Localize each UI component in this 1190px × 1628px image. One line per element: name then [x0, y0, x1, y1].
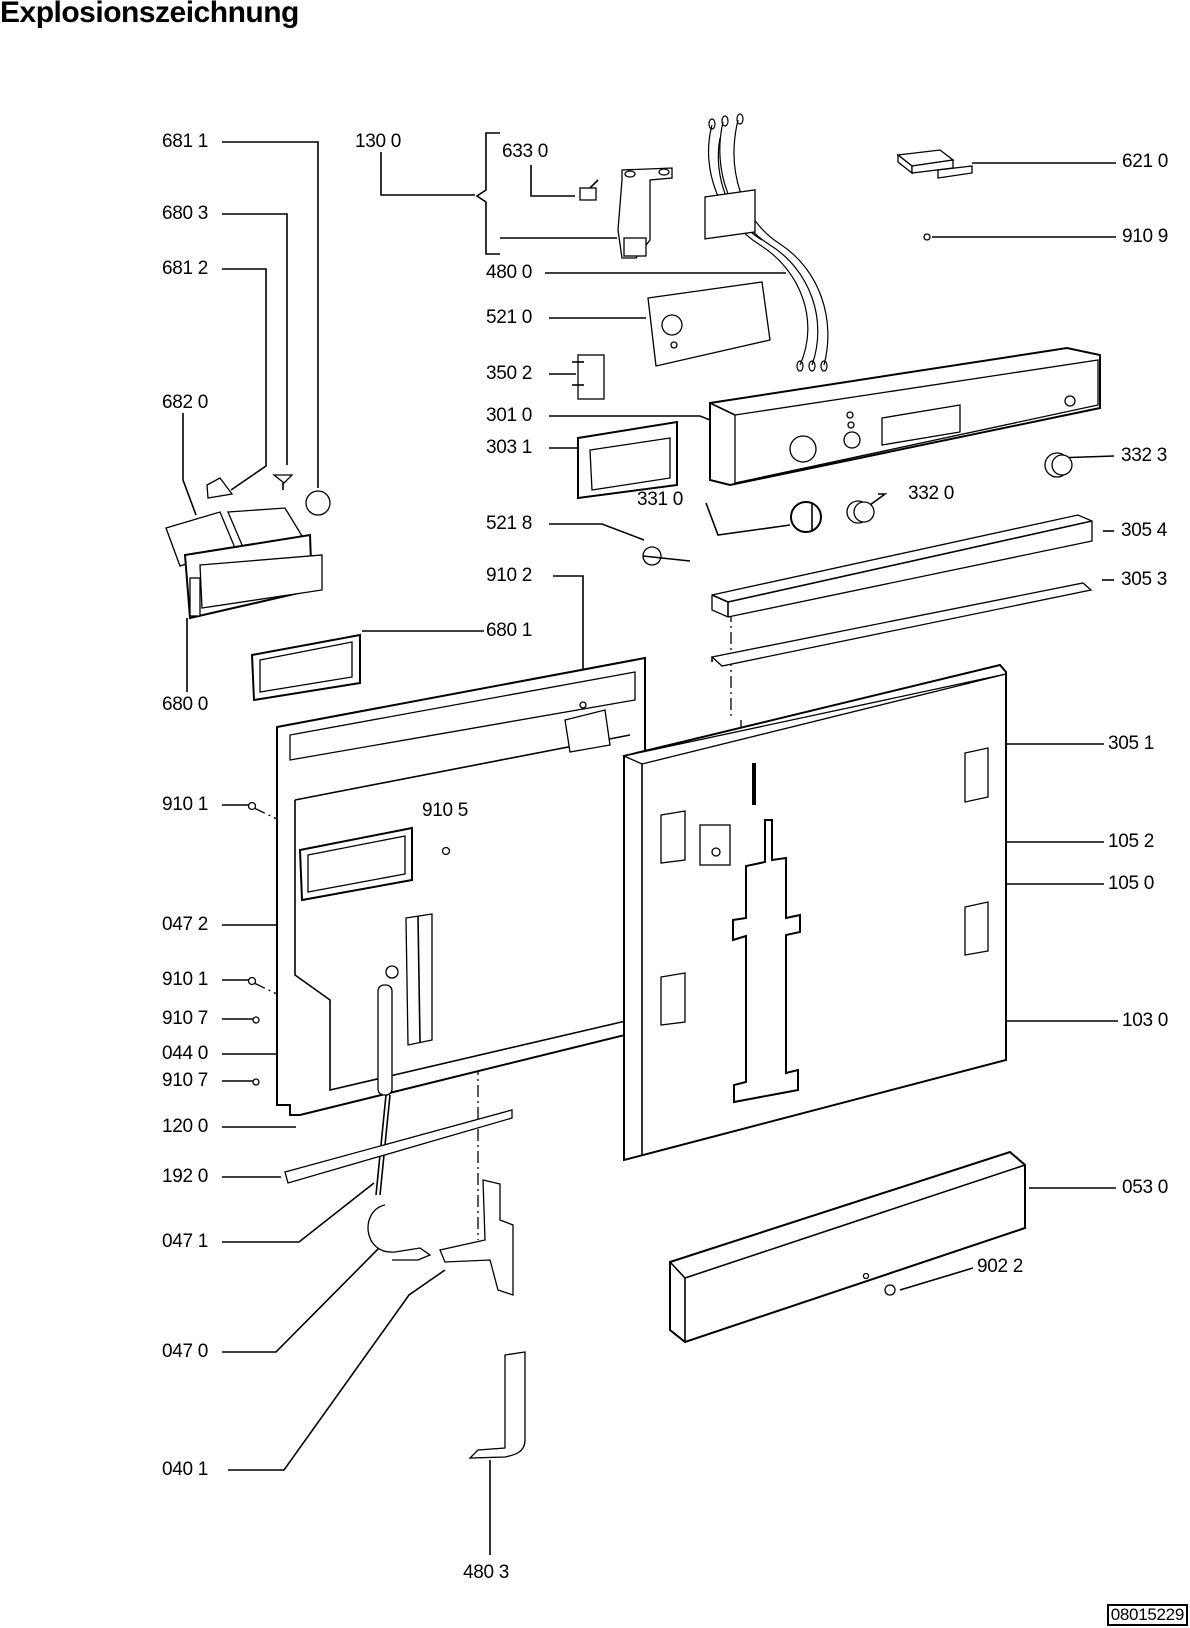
label-303-1: 303 1 [486, 437, 533, 458]
part-621-0-module [896, 149, 973, 179]
part-910-7-screw-b [252, 1078, 260, 1086]
label-053-0: 053 0 [1122, 1177, 1169, 1198]
label-305-1: 305 1 [1108, 733, 1155, 754]
part-910-1-screw-a [247, 801, 257, 811]
label-521-8: 521 8 [486, 513, 533, 534]
part-332-0-button [846, 500, 875, 524]
page-title: Explosionszeichnung [0, 0, 299, 29]
label-047-0: 047 0 [162, 1341, 209, 1362]
label-192-0: 192 0 [162, 1166, 209, 1187]
label-305-3: 305 3 [1121, 569, 1168, 590]
part-680-0-dispenser [165, 507, 323, 620]
label-130-0: 130 0 [355, 131, 402, 152]
label-040-1: 040 1 [162, 1459, 209, 1480]
label-681-1: 681 1 [162, 131, 209, 152]
part-105-2-clip [699, 824, 731, 866]
part-305-4-rail [711, 514, 1093, 618]
leader-633-0 [530, 165, 575, 197]
part-910-9-screw [923, 233, 931, 241]
bracket-130-0 [475, 132, 500, 255]
part-910-5-screw [441, 846, 451, 856]
label-682-0: 682 0 [162, 392, 209, 413]
part-303-1-bezel [577, 420, 678, 500]
label-910-2: 910 2 [486, 565, 533, 586]
label-910-1-a: 910 1 [162, 794, 209, 815]
label-332-0: 332 0 [908, 483, 955, 504]
leader-331-0 [705, 502, 791, 536]
part-331-0-knob [790, 501, 822, 533]
part-105-0-plate [732, 819, 801, 1104]
part-902-2-screw [884, 1284, 896, 1296]
part-480-3-angle [468, 1351, 526, 1459]
leader-301-0 [549, 415, 711, 421]
label-305-4: 305 4 [1121, 520, 1168, 541]
label-480-3: 480 3 [463, 1562, 510, 1583]
part-047-1-hook [367, 1204, 432, 1261]
label-047-2: 047 2 [162, 914, 209, 935]
part-040-1-bracket [439, 1179, 514, 1296]
label-910-7-b: 910 7 [162, 1070, 209, 1091]
leader-910-2 [553, 575, 584, 700]
part-910-1-screw-b [247, 976, 257, 986]
part-305-3-strip [710, 582, 1093, 667]
leader-680-3 [222, 213, 288, 465]
label-910-9: 910 9 [1122, 226, 1169, 247]
part-103-0-front-door [621, 663, 1007, 1162]
label-910-5: 910 5 [422, 800, 469, 821]
label-120-0: 120 0 [162, 1116, 209, 1137]
label-680-0: 680 0 [162, 694, 209, 715]
leader-047-0 [222, 1244, 383, 1353]
leader-040-1 [228, 1269, 446, 1471]
label-910-7-a: 910 7 [162, 1008, 209, 1029]
label-350-2: 350 2 [486, 363, 533, 384]
part-521-8-sensor [642, 546, 691, 566]
label-680-1: 680 1 [486, 620, 533, 641]
part-044-0-spring [375, 965, 399, 1196]
part-hinge-channel [405, 913, 433, 1046]
leader-332-0 [869, 493, 888, 506]
leader-130-0 [380, 152, 475, 196]
label-105-0: 105 0 [1108, 873, 1155, 894]
label-105-2: 105 2 [1108, 831, 1155, 852]
leader-902-2 [899, 1267, 974, 1291]
label-633-0: 633 0 [502, 141, 549, 162]
label-521-0: 521 0 [486, 307, 533, 328]
part-680-1-gasket [250, 633, 361, 702]
leader-681-2 [222, 268, 267, 491]
part-910-7-screw-a [252, 1016, 260, 1024]
leader-682-0 [182, 413, 197, 516]
part-910-2-hinge [564, 709, 611, 753]
part-053-0-kickplate [669, 1150, 1026, 1344]
label-047-1: 047 1 [162, 1231, 209, 1252]
part-350-2-clip [572, 354, 605, 400]
part-681-2-cap [206, 477, 234, 499]
part-120-0-inner-door [276, 656, 646, 1116]
part-192-0-rail [284, 1109, 513, 1184]
label-480-0: 480 0 [486, 262, 533, 283]
leader-047-1 [222, 1182, 375, 1243]
document-number: 08015229 [1106, 1604, 1188, 1626]
part-633-0-microswitch [579, 179, 599, 201]
label-332-3: 332 3 [1121, 445, 1168, 466]
label-910-1-b: 910 1 [162, 969, 209, 990]
label-680-3: 680 3 [162, 203, 209, 224]
part-332-3-button [1044, 452, 1073, 478]
part-301-0-control-panel [709, 346, 1101, 487]
leader-521-8 [549, 523, 645, 541]
label-301-0: 301 0 [486, 405, 533, 426]
label-044-0: 044 0 [162, 1043, 209, 1064]
part-680-3-clip [272, 474, 294, 490]
part-130-0-door-lock [617, 167, 673, 259]
label-103-0: 103 0 [1122, 1010, 1169, 1031]
part-521-0-control-board [647, 189, 771, 367]
label-902-2: 902 2 [977, 1256, 1024, 1277]
label-681-2: 681 2 [162, 258, 209, 279]
label-621-0: 621 0 [1122, 151, 1169, 172]
part-681-1-cap [305, 490, 331, 516]
leader-681-1 [222, 141, 319, 488]
label-331-0: 331 0 [637, 489, 684, 510]
